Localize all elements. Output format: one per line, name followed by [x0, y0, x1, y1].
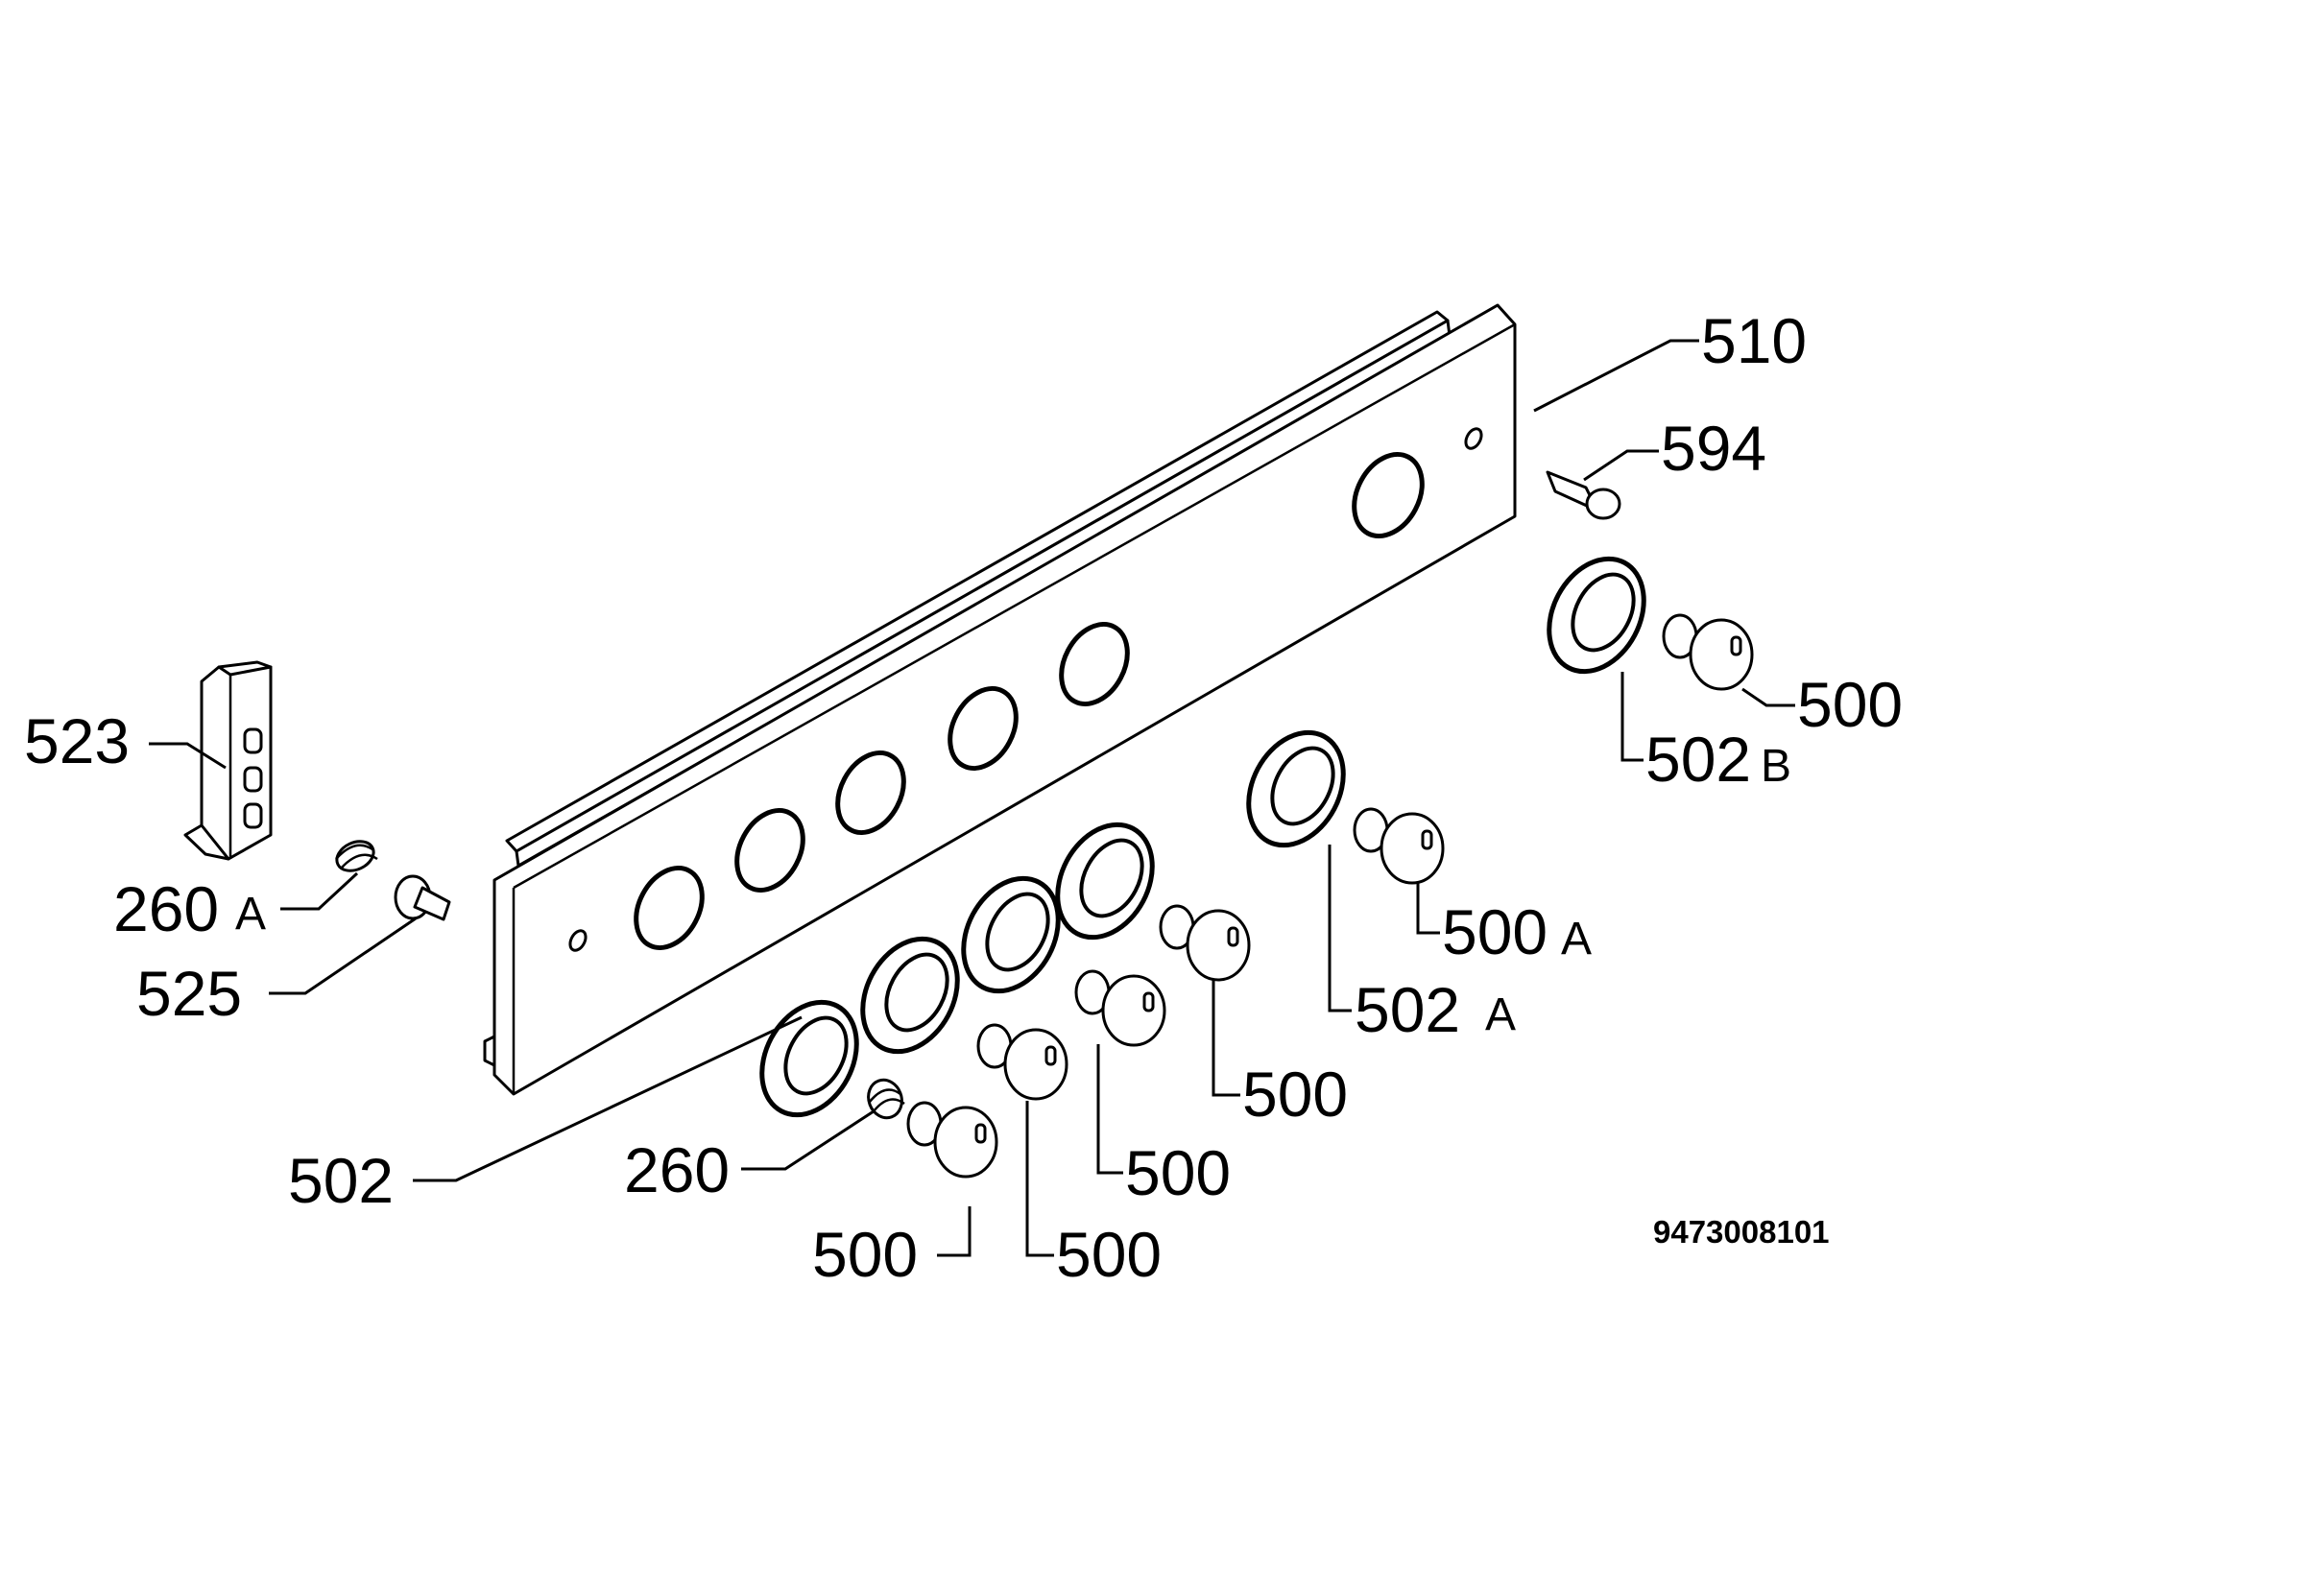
label-260a-suffix: A [235, 889, 266, 940]
knob [1074, 969, 1166, 1047]
knobs-500 [906, 613, 1754, 1179]
label-500: 500 [1056, 1219, 1162, 1290]
pin-525 [394, 874, 451, 921]
label-523: 523 [24, 705, 130, 776]
document-number: 9473008101 [1653, 1214, 1830, 1250]
bracket-523 [183, 660, 273, 861]
label-525: 525 [136, 958, 242, 1029]
label-510: 510 [1701, 305, 1807, 376]
label-502a-suffix: A [1485, 989, 1516, 1040]
label-502b-suffix: B [1761, 741, 1791, 792]
bezel-ring-502b [1547, 556, 1646, 675]
label-500-top: 500 [1797, 669, 1903, 740]
label-260: 260 [624, 1134, 730, 1205]
label-502b: 502 [1645, 724, 1751, 795]
knob [1353, 807, 1445, 885]
bezel-ring [1055, 822, 1155, 941]
knob [906, 1101, 998, 1179]
pin-594 [1546, 470, 1621, 520]
label-500: 500 [1125, 1137, 1231, 1208]
label-594: 594 [1661, 413, 1766, 484]
label-500a: 500 [1442, 896, 1548, 967]
bezel-ring [961, 875, 1061, 994]
bezel-ring-502a [1246, 729, 1346, 848]
label-500: 500 [1242, 1059, 1348, 1130]
bezel-ring [860, 936, 960, 1055]
part-labels: 510 594 523 260 A 525 502 260 500 500 50… [24, 305, 1903, 1290]
label-500: 500 [812, 1219, 918, 1290]
knob [1159, 904, 1251, 982]
leader-lines [149, 339, 1795, 1257]
control-panel-510 [483, 303, 1517, 1096]
label-502: 502 [288, 1145, 394, 1216]
label-260a: 260 [113, 873, 219, 944]
knob [1662, 613, 1754, 691]
spring-260 [867, 1078, 905, 1120]
bezel-rings-502 [759, 822, 1155, 1118]
spring-260a [335, 840, 378, 872]
label-500a-suffix: A [1561, 914, 1592, 965]
knob [976, 1023, 1068, 1101]
label-502a: 502 [1355, 974, 1460, 1045]
bezel-ring [759, 999, 859, 1118]
